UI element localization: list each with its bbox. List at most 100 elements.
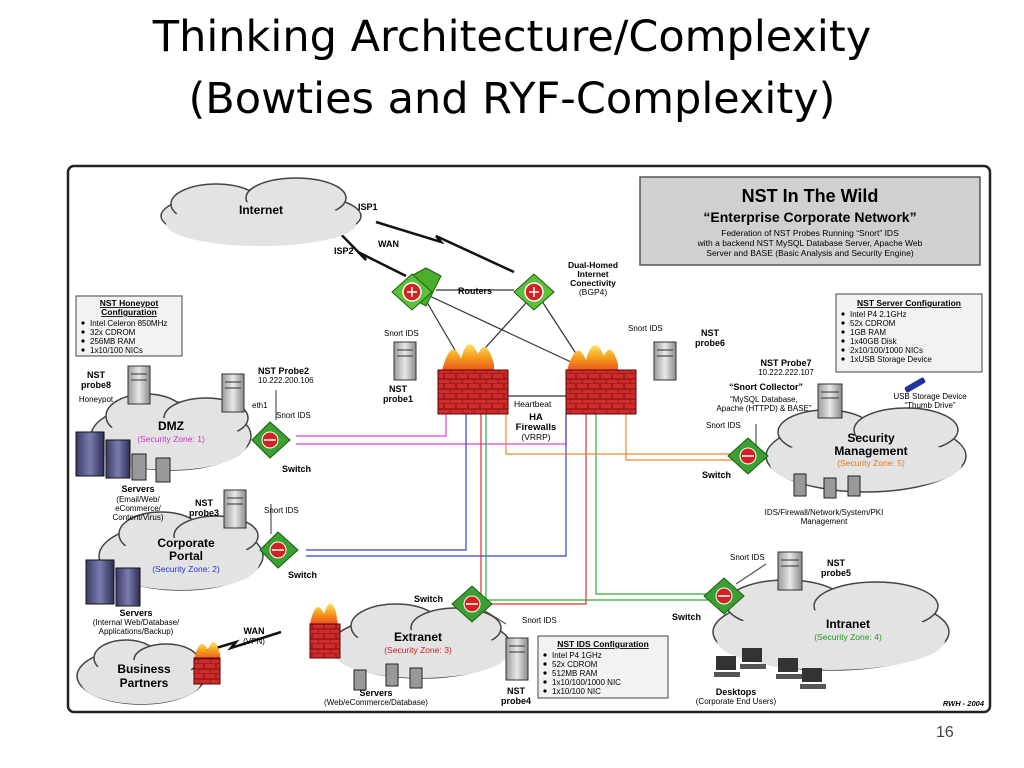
dmz-switch-icon [251,421,291,459]
cloud-intranet-label: Intranet [826,617,870,631]
ids-config-box: NST IDS Configuration Intel P4 1GHz 52x … [537,635,669,699]
portal-servers-icon [85,559,141,607]
probe1-snort: Snort IDS [384,329,419,338]
firewalls-label: Firewalls [516,422,557,433]
server-config-item: 52x CDROM [850,319,896,328]
portal-switch-label: Switch [288,570,317,580]
probe1-name-b: probe1 [383,394,413,404]
dual-label1: Dual-Homed [568,260,618,270]
cloud-secmgmt-label1: Security [847,431,895,445]
probe4-snort: Snort IDS [522,616,557,625]
cloud-portal-label1: Corporate [157,536,215,550]
intranet-switch-icon [703,577,745,615]
vrrp-label: (VRRP) [521,432,550,442]
honeypot-config-title1: NST Honeypot [100,298,159,308]
probe6-snort: Snort IDS [628,324,663,333]
extranet-servers-icon [353,663,423,691]
ids-mgmt-desc1: IDS/Firewall/Network/System/PKI [765,508,884,517]
probe4-name-b: probe4 [501,696,531,706]
ids-mgmt-servers-icon [793,473,861,499]
secmgmt-switch-icon [727,437,769,475]
probe1-name-a: NST [389,384,408,394]
probe5-tower-icon [777,551,803,591]
wan-vpn-label: WAN [244,626,265,636]
firewall-icon [565,344,637,415]
dmz-servers-desc3: Content/Virus) [113,513,164,522]
cloud-secmgmt-label2: Management [834,444,907,458]
cloud-internet [160,177,362,246]
honeypot-config-item: 32x CDROM [90,328,136,337]
header-desc3: Server and BASE (Basic Analysis and Secu… [706,248,914,258]
honeypot-config-item: 256MB RAM [90,337,136,346]
probe2-snort: Snort IDS [276,411,311,420]
honeypot-config-title2: Configuration [101,307,157,317]
cloud-dmz-label: DMZ [158,419,184,433]
honeypot-config-box: NST Honeypot Configuration Intel Celeron… [75,295,183,357]
cloud-portal-label2: Portal [169,549,203,563]
desktops-title: Desktops [716,687,757,697]
server-config-title: NST Server Configuration [857,298,961,308]
cloud-extranet [330,603,512,679]
ids-config-title: NST IDS Configuration [557,639,649,649]
desktops-icon [714,648,826,689]
ha-label: HA [529,412,543,423]
server-config-item: Intel P4 2.1GHz [850,310,906,319]
dmz-servers-desc1: (Email/Web/ [116,495,160,504]
cloud-partners-label2: Partners [120,676,169,690]
portal-servers-desc1: (Internal Web/Database/ [93,618,180,627]
server-config-item: 1xUSB Storage Device [850,355,932,364]
collector-desc2: Apache (HTTPD) & BASE” [716,404,811,413]
cloud-secmgmt-zone: (Security Zone: 5) [837,458,905,468]
intranet-switch-label: Switch [672,612,701,622]
honeypot-label: Honeypot [79,395,114,404]
secmgmt-switch-label: Switch [702,470,731,480]
dual-label3: Conectivity [570,278,616,288]
extranet-servers-desc1: (Web/eCommerce/Database) [324,698,428,707]
probe6-tower-icon [653,341,677,381]
portal-servers-desc2: Applications/Backup) [99,627,174,636]
router-icon [513,273,555,311]
extranet-switch-label: Switch [414,594,443,604]
slide-title-line2: (Bowties and RYF-Complexity) [188,74,836,124]
probe2-name: NST Probe2 [258,366,309,376]
probe7-name: NST Probe7 [760,358,811,368]
cloud-dmz [90,393,252,471]
network-diagram: Internet DMZ (Security Zone: 1) Corporat… [66,164,992,714]
cloud-portal-zone: (Security Zone: 2) [152,564,220,574]
probe7-snort: Snort IDS [706,421,741,430]
probe3-snort: Snort IDS [264,506,299,515]
cloud-internet-label: Internet [239,203,283,217]
ids-config-item: 1x10/100 NIC [552,687,601,696]
collector-desc1: “MySQL Database, [730,395,798,404]
cloud-extranet-zone: (Security Zone: 3) [384,645,452,655]
cloud-partners-label1: Business [117,662,171,676]
probe8-name-b: probe8 [81,380,111,390]
server-config-item: 1GB RAM [850,328,886,337]
cloud-business-partners [76,639,206,705]
header-title: NST In The Wild [742,186,879,206]
portal-switch-icon [259,531,299,569]
usb-drive-icon [904,377,926,393]
probe3-name-b: probe3 [189,508,219,518]
cloud-dmz-zone: (Security Zone: 1) [137,434,205,444]
page-number: 16 [936,724,954,741]
signature: RWH - 2004 [943,699,985,708]
firewall-icon [437,344,509,415]
usb-label1: USB Storage Device [893,392,967,401]
probe7-ip: 10.222.222.107 [758,368,814,377]
header-desc2: with a backend NST MySQL Database Server… [697,238,923,248]
dual-label4: (BGP4) [579,287,608,297]
probe8-name-a: NST [87,370,106,380]
dmz-servers-title: Servers [121,484,154,494]
network-links [195,220,767,656]
cloud-intranet-zone: (Security Zone: 4) [814,632,882,642]
slide-title-line1: Thinking Architecture/Complexity [152,12,872,62]
ids-config-item: 1x10/100/1000 NIC [552,678,621,687]
header-subtitle: “Enterprise Corporate Network” [703,209,916,225]
ids-config-item: 52x CDROM [552,660,598,669]
desktops-desc1: (Corporate End Users) [696,697,777,706]
server-config-item: 1x40GB Disk [850,337,898,346]
dmz-switch-label: Switch [282,464,311,474]
server-config-box: NST Server Configuration Intel P4 2.1GHz… [835,293,983,373]
honeypot-config-item: Intel Celeron 850MHz [90,319,167,328]
